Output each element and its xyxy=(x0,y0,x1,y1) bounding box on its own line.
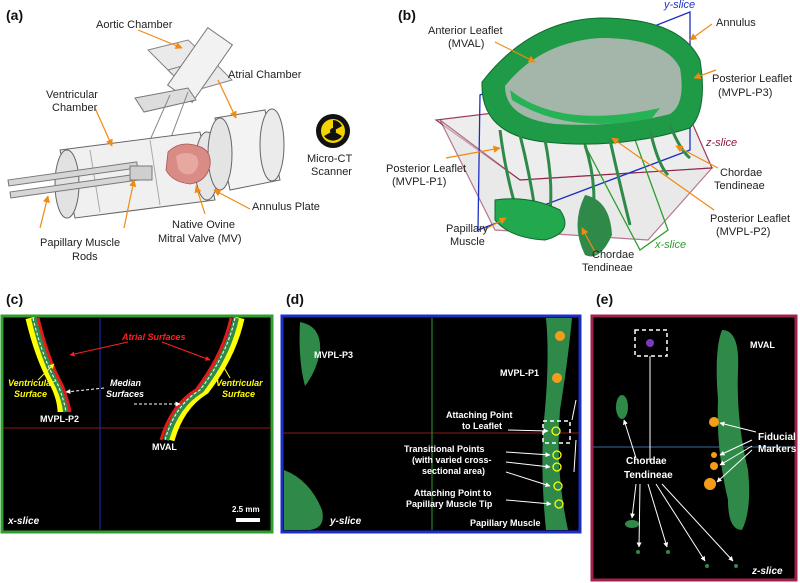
panel-e-markers xyxy=(634,329,719,490)
panel-a-callouts xyxy=(39,29,251,229)
label-posterior-p3-2: (MVPL-P3) xyxy=(718,87,772,99)
panel-b-tag: (b) xyxy=(398,7,416,23)
label-ventricular-left-1: Ventricular xyxy=(8,378,55,388)
papillary-rods-drawing xyxy=(7,161,153,199)
label-chordae-e-2: Tendineae xyxy=(624,470,673,481)
label-chordae-e-1: Chordae xyxy=(626,456,667,467)
panel-d: (d) MVPL-P3 xyxy=(280,291,582,534)
label-transitional-2: (with varied cross- xyxy=(412,455,492,465)
label-posterior-p2-2: (MVPL-P2) xyxy=(716,226,770,238)
label-chordae-bottom-1: Chordae xyxy=(592,249,634,261)
aortic-chamber-drawing xyxy=(134,27,234,141)
panel-b: (b) xyxy=(386,0,792,274)
label-z-slice: z-slice xyxy=(705,137,737,149)
panel-d-arrows xyxy=(505,399,577,507)
label-attach-leaflet-1: Attaching Point xyxy=(446,410,513,420)
label-native-2: Mitral Valve (MV) xyxy=(158,233,242,245)
label-mvpl-p2: MVPL-P2 xyxy=(40,414,79,424)
label-median-2: Surfaces xyxy=(106,389,144,399)
panel-e-tag: (e) xyxy=(596,291,613,307)
leaflet-mvpl-p2 xyxy=(25,316,72,413)
label-ventricular-right-2: Surface xyxy=(222,389,255,399)
panel-b-callouts xyxy=(445,23,719,255)
label-ventricular-left-2: Surface xyxy=(14,389,47,399)
label-transitional-1: Transitional Points xyxy=(404,444,485,454)
label-posterior-p3-1: Posterior Leaflet xyxy=(712,73,792,85)
label-aortic-chamber: Aortic Chamber xyxy=(96,19,173,31)
label-native-1: Native Ovine xyxy=(172,219,235,231)
label-papillary-1: Papillary xyxy=(446,223,489,235)
atrial-chamber-drawing xyxy=(207,108,285,191)
label-fiducial-2: Markers xyxy=(758,444,797,455)
panel-a: (a) xyxy=(6,7,352,263)
label-papillary-rods-1: Papillary Muscle xyxy=(40,237,120,249)
native-mv-tissue xyxy=(165,143,211,185)
panel-c: (c) Atrial Surfaces Ventricular xyxy=(0,291,274,534)
panel-e: (e) xyxy=(590,291,798,582)
label-papillary-rods-2: Rods xyxy=(72,251,98,263)
label-posterior-p1-1: Posterior Leaflet xyxy=(386,163,466,175)
panel-d-tissue xyxy=(284,318,572,530)
label-chordae-right-1: Chordae xyxy=(720,167,762,179)
label-papillary-2: Muscle xyxy=(450,236,485,248)
panel-e-tissue xyxy=(616,330,750,568)
panel-e-frame xyxy=(590,314,798,582)
label-annulus: Annulus xyxy=(716,17,756,29)
label-anterior-leaflet-2: (MVAL) xyxy=(448,38,484,50)
label-annulus-plate: Annulus Plate xyxy=(252,201,320,213)
panel-e-arrows xyxy=(622,356,757,562)
label-atrial-chamber: Atrial Chamber xyxy=(228,69,302,81)
label-mvpl-p3: MVPL-P3 xyxy=(314,350,353,360)
label-ventricular-chamber-1: Ventricular xyxy=(46,89,98,101)
panel-d-frame xyxy=(280,314,582,534)
label-x-slice: x-slice xyxy=(654,239,686,251)
label-attach-muscle-2: Papillary Muscle Tip xyxy=(406,499,493,509)
panel-c-annotation-arrows xyxy=(37,341,231,407)
label-anterior-leaflet-1: Anterior Leaflet xyxy=(428,25,503,37)
label-ventricular-right-1: Ventricular xyxy=(216,378,263,388)
panel-a-tag: (a) xyxy=(6,7,23,23)
label-micro-ct-2: Scanner xyxy=(311,166,352,178)
panel-d-markers xyxy=(542,331,571,509)
label-attach-muscle-1: Attaching Point to xyxy=(414,488,492,498)
label-chordae-right-2: Tendineae xyxy=(714,180,765,192)
label-median-1: Median xyxy=(110,378,142,388)
label-fiducial-1: Fiducial xyxy=(758,432,796,443)
label-scale: 2.5 mm xyxy=(232,505,260,514)
scale-bar xyxy=(236,518,260,522)
label-y-slice: y-slice xyxy=(663,0,695,11)
label-attach-leaflet-2: to Leaflet xyxy=(462,421,502,431)
label-micro-ct-1: Micro-CT xyxy=(307,153,352,165)
label-slice-c: x-slice xyxy=(7,516,40,527)
label-mvpl-p1: MVPL-P1 xyxy=(500,368,539,378)
mitral-valve-model xyxy=(481,17,703,257)
label-transitional-3: sectional area) xyxy=(422,466,485,476)
label-mval-e-text: MVAL xyxy=(750,340,775,350)
label-posterior-p2-1: Posterior Leaflet xyxy=(710,213,790,225)
leaflet-mval xyxy=(159,317,245,442)
label-ventricular-chamber-2: Chamber xyxy=(52,102,98,114)
label-slice-e: z-slice xyxy=(751,566,783,577)
label-chordae-bottom-2: Tendineae xyxy=(582,262,633,274)
panel-d-tag: (d) xyxy=(286,291,304,307)
label-atrial-surfaces: Atrial Surfaces xyxy=(121,332,186,342)
label-papillary-muscle: Papillary Muscle xyxy=(470,518,541,528)
panel-c-tag: (c) xyxy=(6,291,23,307)
label-posterior-p1-2: (MVPL-P1) xyxy=(392,176,446,188)
label-slice-d: y-slice xyxy=(329,516,362,527)
micro-ct-icon xyxy=(316,114,350,148)
label-mval-c: MVAL xyxy=(152,442,177,452)
